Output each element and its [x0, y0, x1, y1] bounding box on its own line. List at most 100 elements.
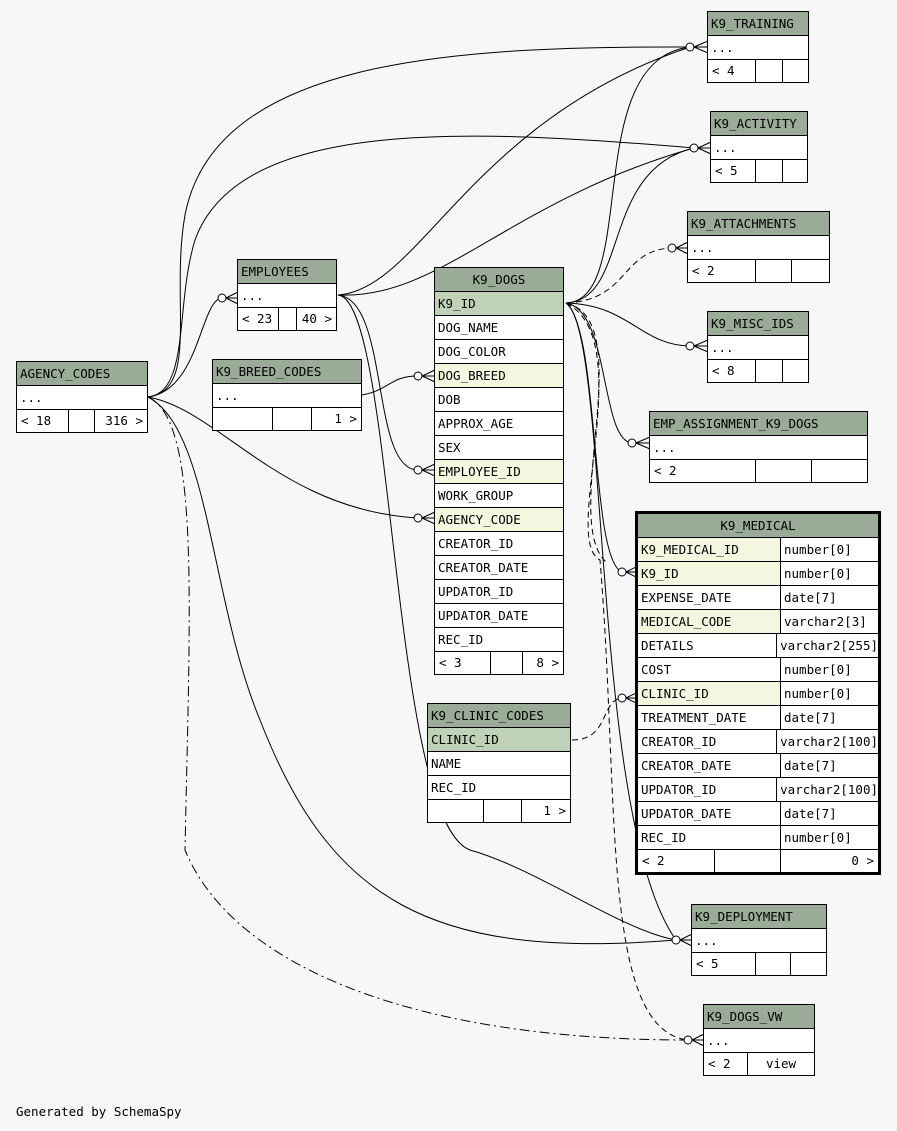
crowfoot [421, 369, 436, 383]
table-employees[interactable]: EMPLOYEES ... < 23 40 > [237, 259, 337, 331]
table-k9-dogs-vw[interactable]: K9_DOGS_VW ... < 2 view [703, 1004, 815, 1076]
footer-cell: 0 > [851, 853, 874, 868]
link-dogs-training [565, 46, 691, 304]
generated-by-note: Generated by SchemaSpy [16, 1104, 182, 1119]
footer-cell [756, 360, 783, 382]
crowfoot [225, 291, 239, 305]
table-name: K9_DOGS [435, 268, 563, 292]
table-row: K9_ID [435, 292, 563, 316]
table-k9-misc-ids[interactable]: K9_MISC_IDS ... < 8 [707, 311, 809, 383]
table-name: K9_TRAINING [708, 12, 808, 36]
table-emp-assignment-k9-dogs[interactable]: EMP_ASSIGNMENT_K9_DOGS ... < 2 [649, 411, 868, 483]
footer-cell: < 2 [688, 260, 756, 282]
table-name: K9_DEPLOYMENT [692, 905, 826, 929]
table-k9-dogs[interactable]: K9_DOGS K9_ID DOG_NAME DOG_COLOR DOG_BRE… [434, 267, 564, 675]
endpoint-circle [667, 243, 677, 253]
crowfoot [679, 933, 693, 947]
table-footer: < 23 40 > [238, 308, 336, 330]
column-type: varchar2[100] [777, 778, 878, 801]
crowfoot [421, 463, 436, 477]
column-name: COST [638, 658, 781, 681]
footer-cell [756, 260, 792, 282]
table-row: ... [17, 386, 147, 410]
column-name: UPDATOR_DATE [638, 802, 781, 825]
column-name: CREATOR_DATE [638, 754, 781, 777]
footer-cell: view [765, 1056, 797, 1071]
column-name: MEDICAL_CODE [638, 610, 781, 633]
footer-cell: < 2 [650, 460, 756, 482]
crowfoot [691, 1033, 705, 1047]
link-emp-dogs [337, 294, 419, 471]
table-agency-codes[interactable]: AGENCY_CODES ... < 18 316 > [16, 361, 148, 433]
link-emp-training [337, 46, 691, 296]
footer-cell: < 2 [638, 850, 715, 872]
footer-cell [491, 652, 523, 674]
endpoint-circle [617, 693, 627, 703]
table-row: ... [711, 136, 807, 160]
link-agency-dogs [147, 396, 419, 519]
crowfoot [693, 339, 709, 353]
footer-cell [756, 460, 812, 482]
table-k9-activity[interactable]: K9_ACTIVITY ... < 5 [710, 111, 808, 183]
endpoint-circle [413, 513, 423, 523]
table-row: ... [688, 236, 829, 260]
table-name: K9_ACTIVITY [711, 112, 807, 136]
crowfoot [635, 436, 651, 450]
table-name: K9_MISC_IDS [708, 312, 808, 336]
footer-cell [279, 308, 297, 330]
link-dogs-attachments [565, 247, 673, 304]
table-row: CREATOR_ID [435, 532, 563, 556]
footer-cell: < 8 [708, 360, 756, 382]
table-row: ... [704, 1029, 814, 1053]
table-footer: < 8 [708, 360, 808, 382]
table-k9-deployment[interactable]: K9_DEPLOYMENT ... < 5 [691, 904, 827, 976]
endpoint-circle [685, 42, 695, 52]
table-footer: < 2 [650, 460, 867, 482]
footer-cell: < 2 [704, 1053, 748, 1075]
endpoint-circle [217, 293, 227, 303]
column-type: date[7] [781, 706, 878, 729]
table-row: AGENCY_CODE [435, 508, 563, 532]
table-row: APPROX_AGE [435, 412, 563, 436]
link-agency-activity [147, 135, 695, 398]
table-row: UPDATOR_DATE [435, 604, 563, 628]
link-dogs-activity [565, 147, 695, 304]
table-row: DOG_COLOR [435, 340, 563, 364]
endpoint-circle [683, 1035, 693, 1045]
footer-cell [783, 360, 808, 382]
link-agency-deployment [147, 396, 677, 945]
footer-cell [756, 160, 783, 182]
table-name: AGENCY_CODES [17, 362, 147, 386]
column-type: varchar2[100] [777, 730, 878, 753]
endpoint-circle [689, 143, 699, 153]
table-row: EMPLOYEE_ID [435, 460, 563, 484]
table-footer: 1 > [213, 408, 361, 430]
column-name: EXPENSE_DATE [638, 586, 781, 609]
column-type: number[0] [781, 826, 878, 849]
footer-cell [428, 800, 484, 822]
column-name: K9_ID [638, 562, 781, 585]
table-row: ... [708, 336, 808, 360]
column-type: date[7] [781, 802, 878, 825]
table-row: REC_ID [435, 628, 563, 652]
column-type: number[0] [781, 658, 878, 681]
column-name: DETAILS [638, 634, 778, 657]
table-k9-attachments[interactable]: K9_ATTACHMENTS ... < 2 [687, 211, 830, 283]
footer-cell: < 3 [435, 652, 491, 674]
link-clinic-medical [571, 697, 623, 741]
link-agency-vw [147, 396, 689, 1041]
table-k9-clinic-codes[interactable]: K9_CLINIC_CODES CLINIC_ID NAME REC_ID 1 … [427, 703, 571, 823]
table-k9-breed-codes[interactable]: K9_BREED_CODES ... 1 > [212, 359, 362, 431]
column-name: K9_MEDICAL_ID [638, 538, 781, 561]
column-name: TREATMENT_DATE [638, 706, 781, 729]
endpoint-circle [627, 438, 637, 448]
table-k9-training[interactable]: K9_TRAINING ... < 4 [707, 11, 809, 83]
